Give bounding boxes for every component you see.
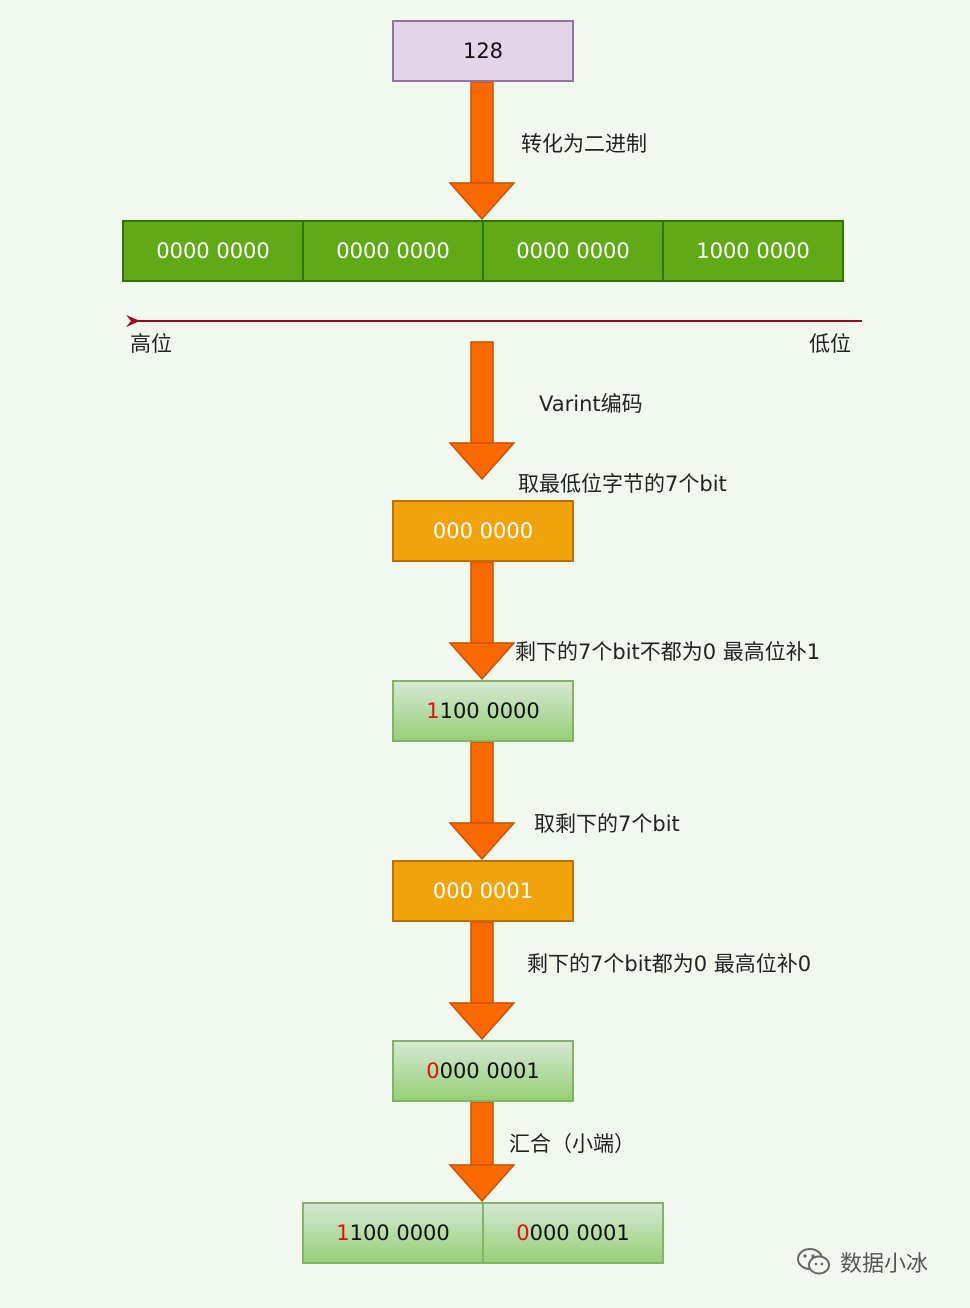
binary-byte-4: 1000 0000	[696, 239, 810, 263]
next-7bits-box: 000 0001	[392, 860, 574, 922]
binary-byte-3: 0000 0000	[484, 222, 664, 280]
next-7bits-value: 000 0001	[432, 879, 534, 903]
step-label-msb-1: 剩下的7个bit不都为0 最高位补1	[515, 640, 821, 664]
result-byte-1-rest: 100 0000	[349, 1221, 450, 1245]
encoded-byte-1-rest: 100 0000	[439, 699, 540, 723]
step-label-take-next-7bits: 取剩下的7个bit	[534, 812, 680, 836]
low-7bits-box: 000 0000	[392, 500, 574, 562]
result-byte-1-msb: 1	[336, 1221, 350, 1245]
axis-label-high: 高位	[130, 332, 172, 356]
binary-byte-1: 0000 0000	[124, 222, 304, 280]
axis-label-low: 低位	[809, 332, 851, 356]
arrow-merge	[448, 1101, 516, 1203]
watermark: 数据小冰	[796, 1246, 928, 1278]
arrow-take-next-7bits	[448, 741, 516, 861]
watermark-text: 数据小冰	[840, 1252, 929, 1277]
encoded-byte-2-rest: 000 0001	[439, 1059, 540, 1083]
input-value: 128	[462, 39, 504, 63]
encoded-byte-2-msb: 0	[426, 1059, 440, 1083]
arrow-set-msb-1	[448, 561, 516, 681]
input-value-box: 128	[392, 20, 574, 82]
arrow-set-msb-0	[448, 921, 516, 1041]
encoded-byte-1-msb: 1	[426, 699, 440, 723]
result-byte-2-msb: 0	[516, 1221, 530, 1245]
step-label-take-low-7bits: 取最低位字节的7个bit	[518, 472, 727, 496]
step-label-varint: Varint编码	[539, 392, 643, 416]
arrow-varint-encoding	[448, 341, 516, 481]
result-byte-2-rest: 000 0001	[529, 1221, 630, 1245]
wechat-icon	[797, 1248, 830, 1275]
low-7bits-value: 000 0000	[432, 519, 534, 543]
binary-byte-2: 0000 0000	[304, 222, 484, 280]
binary-bytes-row: 0000 0000 0000 0000 0000 0000 1000 0000	[122, 220, 844, 282]
step-label-msb-0: 剩下的7个bit都为0 最高位补0	[527, 952, 812, 976]
step-label-merge: 汇合（小端）	[509, 1132, 635, 1156]
step-label-to-binary: 转化为二进制	[521, 132, 647, 156]
arrow-to-binary	[448, 81, 516, 221]
